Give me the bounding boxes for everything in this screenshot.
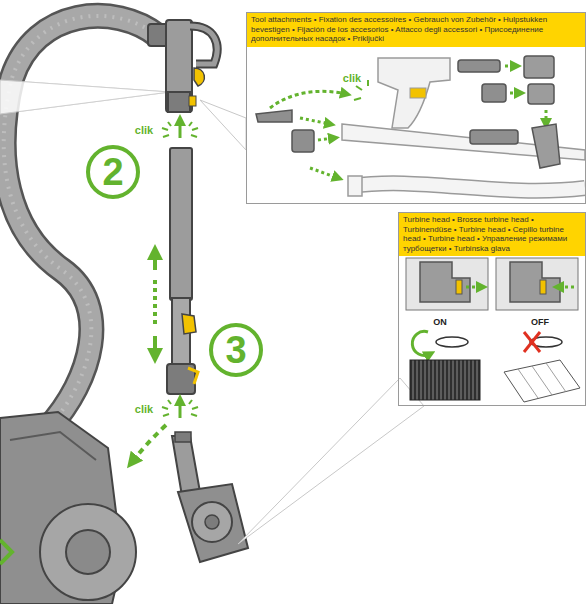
- mode-label: OFF: [531, 317, 549, 327]
- green-arrow: [0, 540, 12, 564]
- green-dashed-line: [153, 280, 157, 325]
- handle-grip: [190, 26, 217, 64]
- green-dashed-arrow: [132, 425, 166, 462]
- yellow-switch: [456, 280, 462, 294]
- carpet-icon: [410, 360, 480, 400]
- callout-number: 2: [85, 144, 141, 200]
- hose-cuff: [348, 176, 362, 196]
- click-label: clik: [343, 72, 361, 84]
- green-dashed-arrow: [270, 91, 346, 108]
- green-dashed-arrow: [310, 168, 338, 178]
- detail-box: [406, 258, 488, 310]
- yellow-catch: [188, 368, 198, 384]
- leader-wedge: [200, 100, 246, 150]
- wand-upper: [170, 148, 192, 300]
- hose-end-outline: [352, 183, 585, 190]
- green-dashed-arrow: [510, 92, 520, 95]
- mode-label: ON: [433, 317, 447, 327]
- info-panel: Tool attachments • Fixation des accessoi…: [246, 12, 586, 204]
- wheel-hub: [66, 530, 110, 574]
- green-dashed-arrow: [545, 110, 548, 124]
- red-cross: [524, 332, 540, 352]
- turbine-head-detail: [510, 262, 560, 302]
- hard-floor-icon: [504, 360, 580, 402]
- turbine-drum: [192, 502, 232, 542]
- hose-end: [352, 183, 585, 190]
- leader-wedge: [238, 378, 424, 544]
- tool-end: [532, 124, 560, 168]
- callout-number: 3: [208, 322, 264, 378]
- click-burst: [162, 400, 198, 416]
- yellow-catch: [410, 88, 426, 98]
- handle-collar: [168, 92, 190, 112]
- rotation-arrow: [412, 331, 430, 355]
- green-arrow: [179, 400, 182, 418]
- turbine-hub: [205, 515, 219, 529]
- callout-circle: 3: [208, 322, 264, 378]
- turbine-head-detail: [420, 262, 470, 302]
- tool-end: [524, 56, 554, 78]
- detail-box: [496, 258, 578, 310]
- machine-wheel: [40, 504, 136, 600]
- tool-neck: [172, 436, 200, 496]
- brush-tool: [482, 84, 506, 102]
- combination-tool: [470, 130, 518, 144]
- green-dashed-arrow: [318, 138, 334, 140]
- wand-handle: [166, 20, 192, 112]
- tool-cuff: [175, 432, 191, 442]
- green-dashed-arrow: [466, 286, 482, 289]
- tool-end: [528, 84, 554, 104]
- hose-outline: [4, 16, 158, 428]
- green-dashed-arrow: [558, 286, 574, 289]
- leader-wedge: [0, 80, 170, 114]
- green-dashed-arrow: [300, 118, 330, 124]
- callout-circle: 2: [85, 144, 141, 200]
- handle-grip: [190, 26, 217, 64]
- yellow-switch: [540, 280, 546, 294]
- crevice-tool: [256, 110, 292, 122]
- floor-boards: [518, 363, 566, 398]
- stubby-tool: [292, 130, 314, 152]
- yellow-catch: [182, 314, 196, 334]
- panel-heading: Turbine head • Brosse turbine head • Tur…: [399, 213, 585, 256]
- turbine-head: [178, 484, 248, 562]
- green-arrow: [179, 120, 182, 138]
- click-burst: [162, 122, 198, 137]
- green-arrow: [153, 252, 157, 270]
- yellow-trigger: [194, 68, 204, 86]
- green-arrow: [153, 336, 157, 356]
- green-dashed-arrow: [505, 65, 516, 68]
- click-label: clik: [135, 403, 153, 415]
- handle-outline: [378, 58, 450, 128]
- hose: [4, 16, 158, 428]
- info-panel: Turbine head • Brosse turbine head • Tur…: [398, 212, 586, 406]
- panel-heading: Tool attachments • Fixation des accessoi…: [247, 13, 585, 47]
- leader-wedge: [0, 80, 170, 114]
- yellow-catch: [189, 96, 196, 106]
- machine-detail: [10, 432, 96, 460]
- hose-ribs: [4, 16, 158, 428]
- click-label: clik: [135, 124, 153, 136]
- brush-bar-icon: [436, 337, 468, 347]
- crevice-tool: [458, 60, 500, 72]
